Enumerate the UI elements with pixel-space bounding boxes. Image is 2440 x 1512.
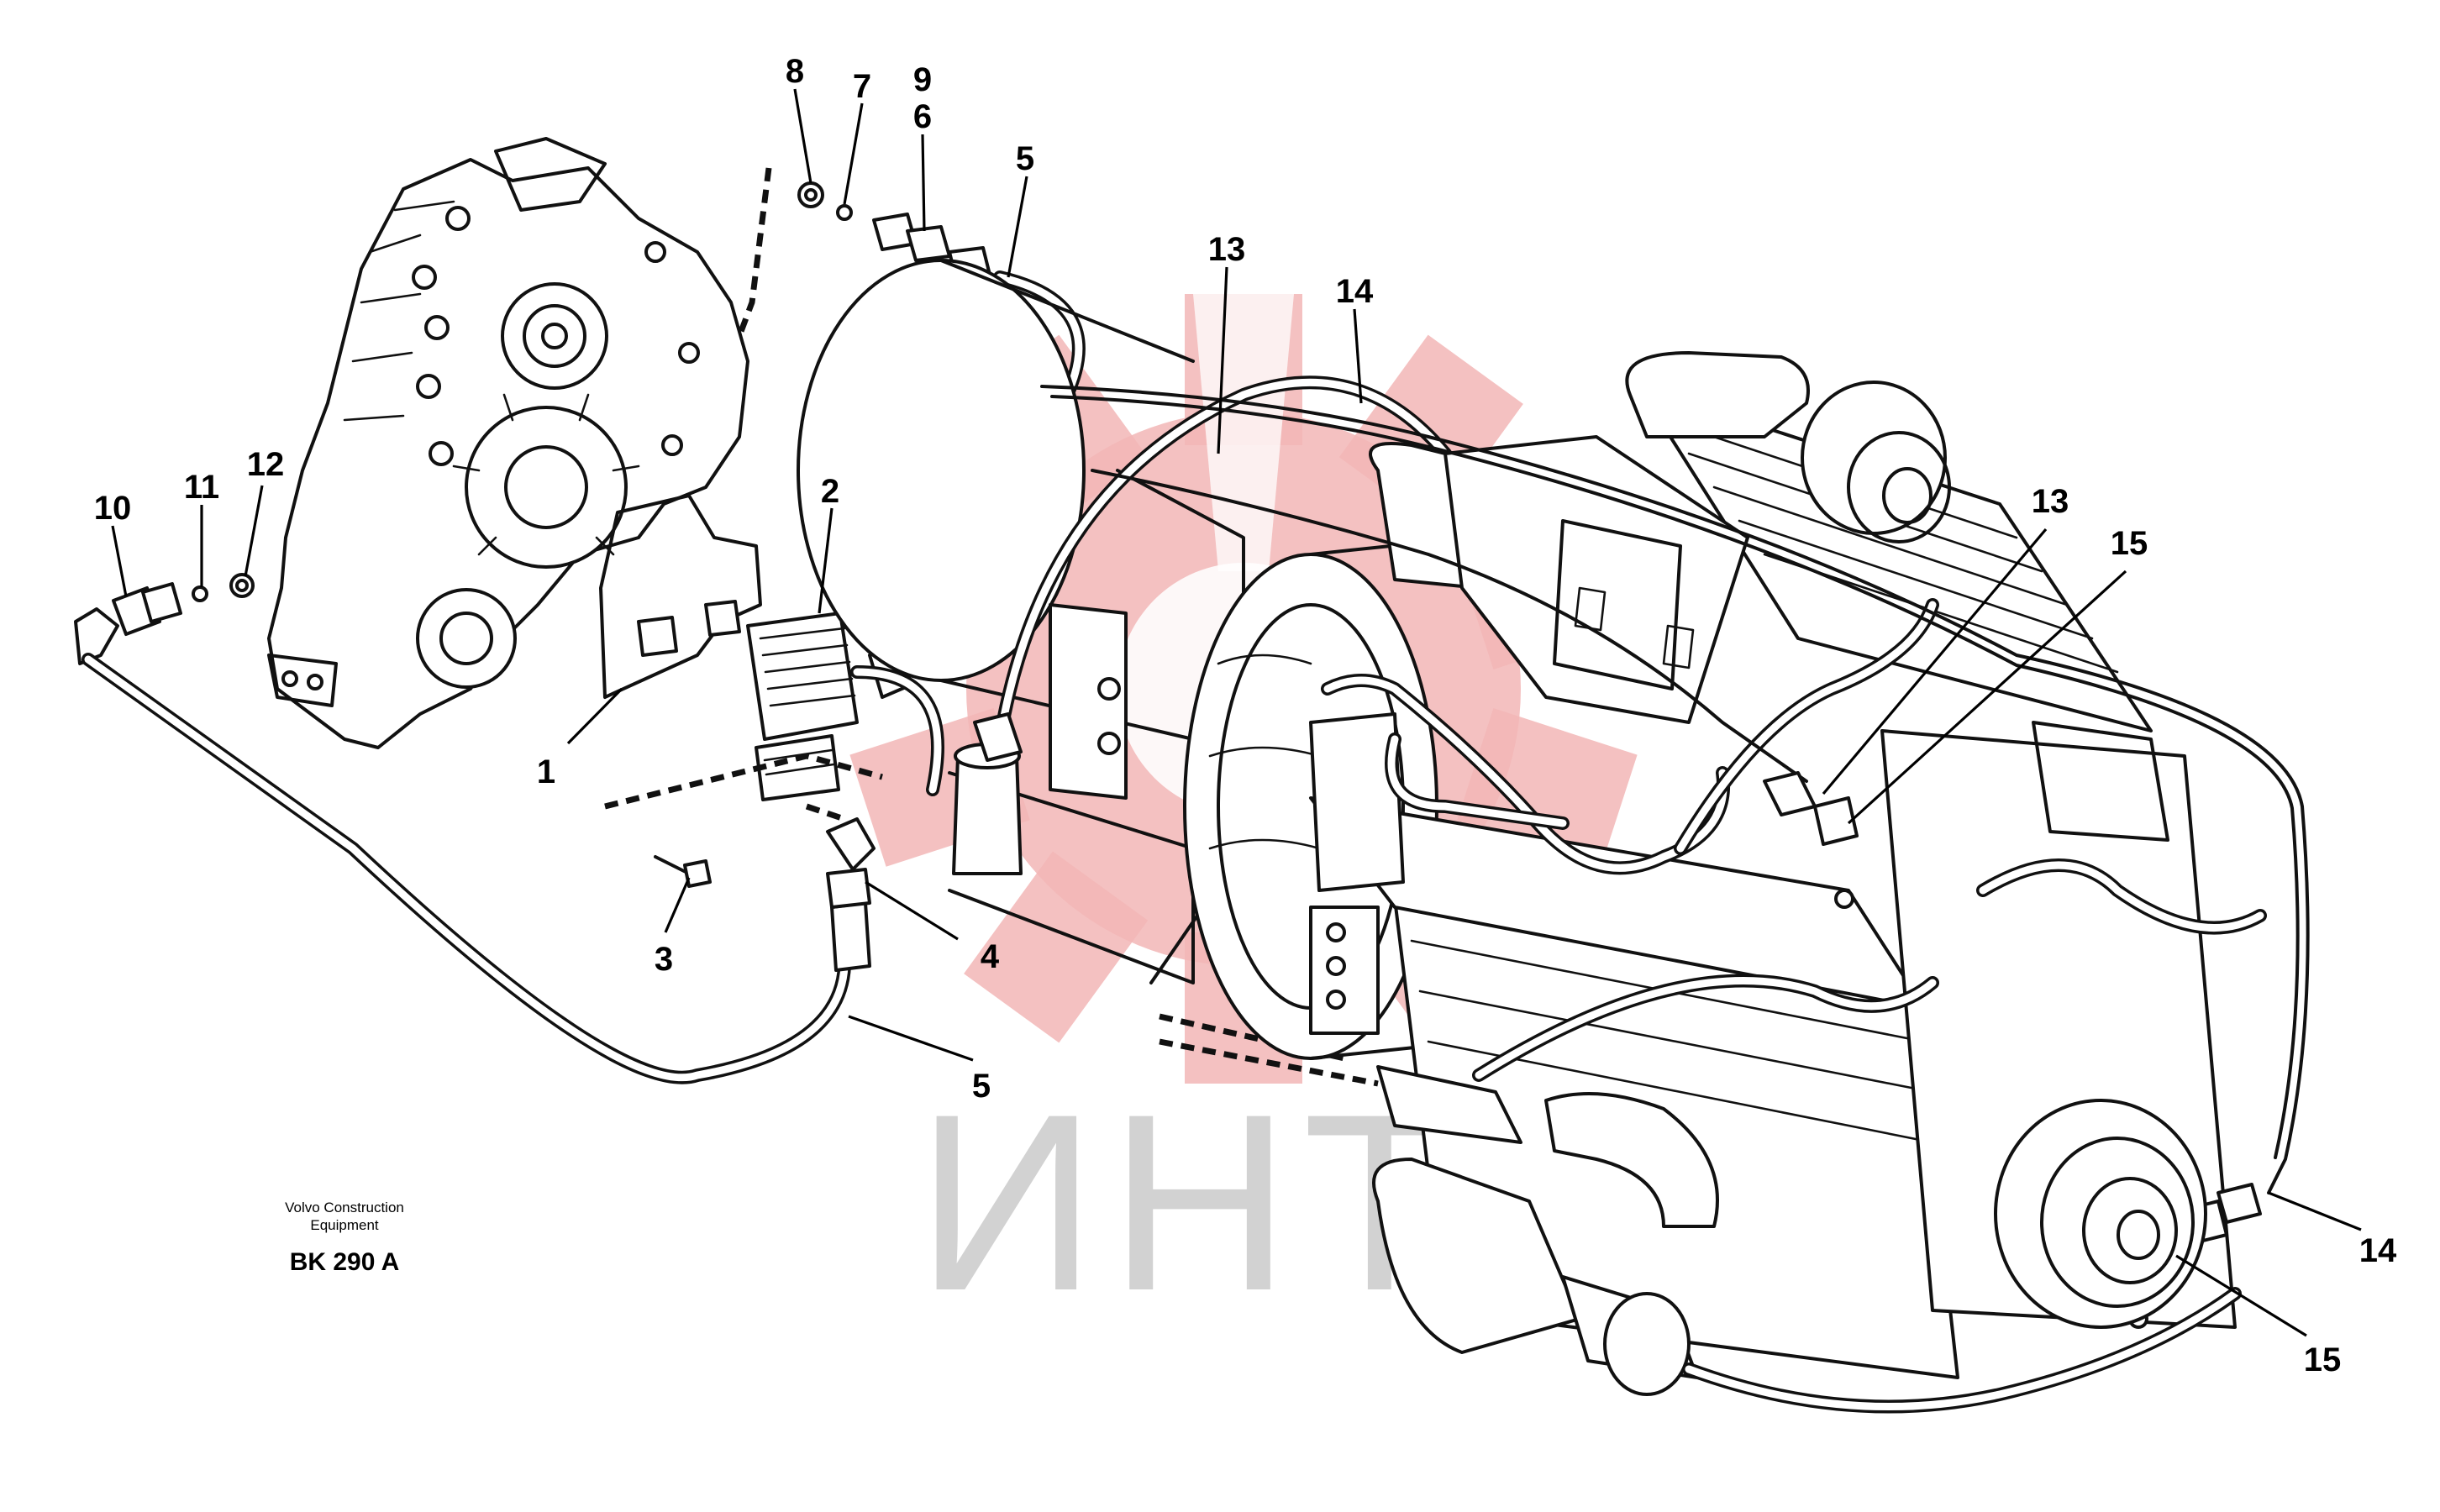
callout-6: 6 bbox=[913, 98, 932, 135]
line-14 bbox=[1040, 385, 2310, 1194]
leader-lines bbox=[111, 88, 2362, 1337]
caption-line-1: Volvo Construction bbox=[285, 1200, 404, 1215]
callout-15-bottom: 15 bbox=[2304, 1341, 2342, 1378]
callout-7: 7 bbox=[853, 68, 871, 105]
left-fittings bbox=[74, 573, 255, 665]
turbocharger bbox=[1625, 351, 1951, 543]
screw bbox=[654, 855, 712, 888]
callout-12: 12 bbox=[247, 446, 285, 483]
callout-13-top: 13 bbox=[1208, 231, 1246, 268]
callout-10: 10 bbox=[94, 490, 132, 527]
second-hose bbox=[850, 375, 1452, 796]
filter bbox=[952, 743, 1023, 875]
callout-3: 3 bbox=[655, 941, 673, 978]
exhaust-pipe bbox=[1372, 1065, 2242, 1414]
front-pulley bbox=[1994, 1099, 2207, 1329]
callout-5-bottom: 5 bbox=[972, 1068, 991, 1105]
lower-pipe bbox=[82, 653, 876, 1084]
callout-1: 1 bbox=[537, 753, 555, 790]
callout-9: 9 bbox=[913, 61, 932, 98]
callout-14-top: 14 bbox=[1336, 273, 1374, 310]
valve-bracket bbox=[599, 494, 762, 699]
converter-housing bbox=[797, 259, 1245, 984]
figure-code: BK 290 A bbox=[290, 1248, 400, 1276]
callout-11: 11 bbox=[184, 469, 219, 506]
callout-15-top: 15 bbox=[2111, 525, 2148, 562]
callout-8: 8 bbox=[786, 53, 804, 90]
callout-4: 4 bbox=[981, 938, 1000, 975]
callout-13-right: 13 bbox=[2032, 483, 2069, 520]
solenoid-valve bbox=[746, 612, 859, 801]
callout-2: 2 bbox=[821, 473, 839, 510]
callout-14-right: 14 bbox=[2359, 1232, 2397, 1269]
engine-pipes bbox=[1321, 598, 2267, 1082]
callout-5-top: 5 bbox=[1016, 140, 1034, 177]
line-13 bbox=[1091, 469, 1808, 783]
transmission-housing bbox=[267, 137, 749, 749]
figure-caption: Volvo Construction Equipment BK 290 A bbox=[285, 1200, 404, 1276]
callouts: 1 2 3 4 5 5 6 7 8 9 10 11 12 13 13 14 14… bbox=[94, 53, 2397, 1378]
caption-line-2: Equipment bbox=[310, 1217, 379, 1233]
